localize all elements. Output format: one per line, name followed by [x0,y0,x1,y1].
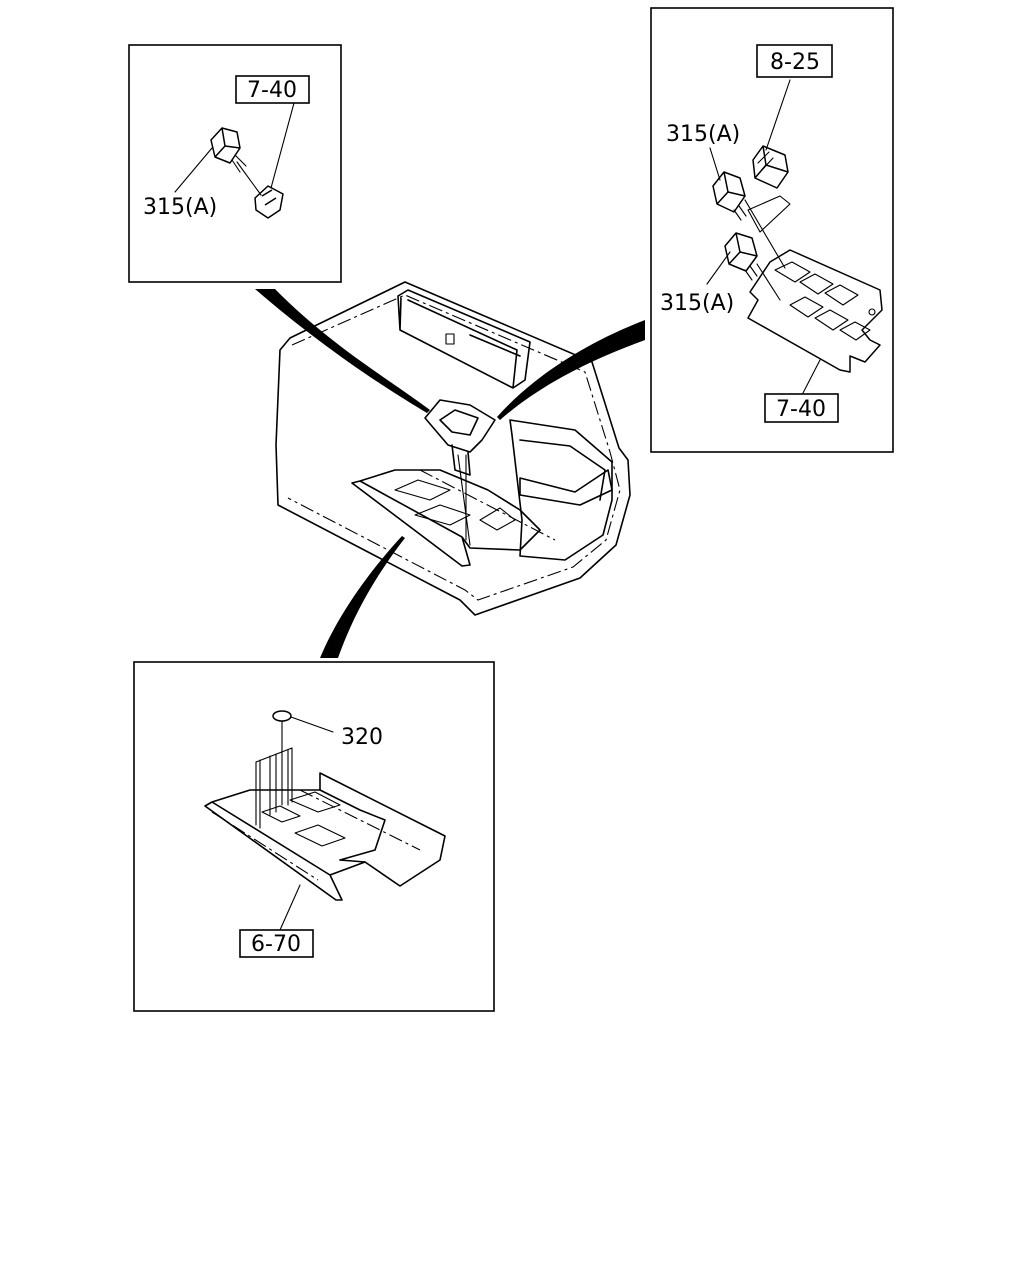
relay-lower-icon [724,232,758,272]
ref-label-8-25: 8-25 [770,50,820,75]
cab-outer-shell [275,281,631,616]
wedge-top-left [255,289,430,413]
steering-column [451,444,471,476]
leader-ref-7-40-b [802,359,821,394]
rear-bench [519,469,613,506]
callout-frame-top-right [650,7,894,453]
plug-guide-lines [255,720,293,829]
connector-plate [747,195,791,233]
floor-centerline [419,469,556,541]
ref-label-6-70: 6-70 [251,932,301,957]
leader-part-315a-lower [706,251,731,285]
callout-top-right: 8-25 315(A) 315(A) 7-40 [650,7,894,453]
leader-wedges [255,289,645,658]
callout-frame-bottom [133,661,495,1012]
part-label-315a-lower: 315(A) [660,291,734,316]
wedge-top-right [497,320,645,420]
plug-icon [272,710,292,722]
ref-box-8-25 [756,44,833,78]
callout-top-left: 7-40 315(A) [128,44,342,283]
ref-box-7-40-b [764,393,839,423]
floor-pointer-line-2 [457,454,471,546]
floor-panel-tunnel [319,789,386,863]
cab-inner-outline [287,294,621,601]
relay-upper-icon [712,171,746,213]
ref-label-7-40-b: 7-40 [776,397,826,422]
dash-panel [424,399,496,453]
relay-8-25-detail [757,151,774,171]
leader-part-315a-a [174,147,213,193]
relay-upper-to-block [744,199,786,269]
leader-ref-7-40-a [270,102,295,189]
leader-ref-6-70 [279,884,301,931]
floor-panel-edge [211,811,319,881]
relay-block-icon [747,249,883,373]
ref-box-6-70 [239,929,314,958]
overhead-lamp [445,333,455,345]
ref-box-7-40-a [235,75,310,104]
wedge-bottom [320,536,405,658]
relay-lower-pins [744,265,758,281]
relay-block-hole [868,308,876,316]
vehicle-cab [275,281,631,616]
floor-panel [204,772,446,901]
floor-mat-cells [394,479,516,531]
ref-label-7-40-a: 7-40 [247,78,297,103]
door-frame [509,419,613,561]
relay-block-cells [774,261,871,341]
relay-icon [210,127,241,164]
leader-part-315a-upper [709,147,721,181]
part-label-315a-a: 315(A) [143,195,217,220]
leader-ref-8-25 [765,79,791,151]
floor-panel-cells [261,791,346,847]
relay-pins [231,155,247,173]
cab-floor-pan [351,469,541,567]
floor-panel-centerline [299,789,421,851]
part-label-315a-upper: 315(A) [666,122,740,147]
relay-upper-pins [733,205,747,221]
leader-part-320 [290,716,334,733]
relay-lower-to-block [756,263,781,301]
bracket-icon [254,185,284,219]
callout-bottom: 320 6-70 [133,661,495,1012]
overhead-console [397,289,531,389]
relay-to-bracket-line [236,161,262,196]
part-label-320: 320 [341,725,383,750]
